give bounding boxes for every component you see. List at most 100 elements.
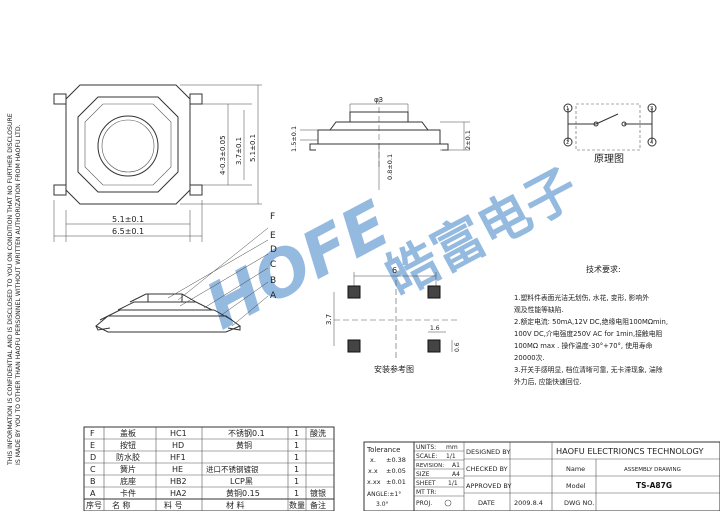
bom-b-part: HB2	[170, 477, 187, 486]
bom-a-material: 黄铜0.15	[226, 488, 260, 498]
tolerance-xx-label: x.x	[368, 467, 378, 475]
bom-f-id: F	[90, 429, 95, 438]
bom-f-material: 不锈钢0.1	[228, 428, 265, 438]
name-label: Name	[566, 465, 585, 473]
schematic: 1 2 3 4 原理图	[563, 103, 657, 165]
bom-e-name: 按钮	[120, 440, 136, 450]
top-view: 5.1±0.1 6.5±0.1 4-0.3±0.05 3.7±0.1 5.1±0…	[53, 84, 262, 242]
size-label: SIZE	[416, 471, 430, 478]
bom-d-part: HF1	[170, 453, 186, 462]
schematic-pin-1: 1	[566, 106, 569, 112]
proj-label: PROJ.	[416, 500, 432, 507]
bom-b-name: 底座	[120, 476, 136, 486]
company-name: HAOFU ELECTRIONCS TECHNOLOGY	[556, 446, 704, 456]
units-label: UNITS:	[416, 444, 436, 451]
requirements-title: 技术要求:	[586, 264, 621, 274]
confidential-line-2: IS MADE BY YOU TO OTHER THAN HAOFU PERSO…	[15, 124, 22, 465]
dim-height-right: 2±0.1	[464, 130, 472, 150]
title-block: UNITS: mm SCALE: 1/1 REVISION: A1 SIZE A…	[413, 441, 720, 511]
model-value: TS-A87G	[636, 481, 672, 490]
dwg-label: DWG NO.	[564, 499, 594, 507]
bom-table: F 盖板 HC1 不锈钢0.1 1 酸洗 E 按钮 HD 黄铜 1 D 防水胶 …	[83, 426, 335, 511]
dim-width-outer: 6.5±0.1	[112, 227, 144, 236]
bom-f-remark: 酸洗	[310, 428, 326, 438]
bom-header-part: 料 号	[164, 500, 183, 510]
bom-c-material: 进口不锈钢镀银	[206, 464, 259, 474]
sheet-value: 1/1	[448, 480, 458, 487]
bom-d-id: D	[90, 453, 96, 462]
requirements-line-7: 3.开关手感明显, 档位清晰可靠, 无卡滞现象, 湍除	[514, 365, 663, 374]
requirements-line-1: 1.塑料件表面光洁无划伤, 水花, 变形, 影响外	[514, 293, 649, 302]
exploded-view: F E D C B A	[95, 212, 277, 333]
bom-d-qty: 1	[294, 453, 299, 462]
requirements-line-6: 20000次.	[514, 353, 545, 362]
model-label: Model	[566, 482, 586, 490]
bom-header-remark: 备注	[310, 500, 326, 510]
tolerance-xx-value: ±0.05	[386, 467, 406, 475]
revision-label: REVISION:	[416, 463, 444, 469]
dim-height-mid: 3.7±0.1	[235, 137, 243, 165]
tolerance-xxx-value: ±0.01	[386, 478, 406, 486]
bom-c-name: 簧片	[120, 464, 136, 474]
exploded-label-f: F	[270, 212, 275, 222]
mt-label: MT TR:	[416, 489, 436, 496]
bom-e-qty: 1	[294, 441, 299, 450]
tolerance-title: Tolerance	[366, 446, 400, 454]
bom-a-part: HA2	[170, 489, 187, 498]
bom-a-id: A	[90, 489, 96, 498]
bom-header-name: 名 称	[112, 500, 131, 510]
requirements-line-3: 2.额定电流: 50mA,12V DC,绝缘电阻100MΩmin,	[514, 317, 668, 326]
requirements-line-8: 外力后, 应能快速回位.	[514, 377, 582, 386]
dim-height-below: 0.8±0.1	[386, 154, 394, 180]
exploded-label-c: C	[270, 260, 276, 270]
exploded-label-e: E	[270, 231, 276, 241]
bom-header-material: 材 料	[226, 500, 245, 510]
bom-b-qty: 1	[294, 477, 299, 486]
dim-height-outer: 5.1±0.1	[249, 134, 257, 162]
bom-c-qty: 1	[294, 465, 299, 474]
requirements-line-2: 观及性能等缺陷.	[514, 305, 564, 314]
approved-by-label: APPROVED BY	[466, 482, 512, 490]
projection-symbol-icon	[444, 499, 452, 507]
sheet-label: SHEET	[416, 480, 436, 487]
units-value: mm	[446, 444, 458, 451]
bom-b-id: B	[90, 477, 96, 486]
date-label: DATE	[478, 499, 495, 507]
bom-f-qty: 1	[294, 429, 299, 438]
date-value: 2009.8.4	[514, 499, 543, 507]
footprint: 6 3.7 1.6 0.6 安装参考图	[325, 266, 461, 374]
tolerance-angle: ANGLE:±1°	[367, 491, 401, 498]
requirements-line-5: 100MΩ max . 操作温度-30°+70°, 使用寿命	[514, 341, 653, 350]
watermark-logo: HOFE	[194, 188, 401, 345]
technical-requirements: 技术要求: 1.塑料件表面光洁无划伤, 水花, 变形, 影响外 观及性能等缺陷.…	[514, 264, 668, 386]
revision-value: A1	[452, 462, 460, 469]
designed-by-label: DESIGNED BY	[466, 448, 510, 456]
schematic-pin-3: 3	[650, 106, 653, 112]
bom-c-part: HE	[172, 465, 183, 474]
bom-a-qty: 1	[294, 489, 299, 498]
confidential-line-1: THIS INFORMATION IS CONFIDENTIAL AND IS …	[7, 113, 14, 466]
schematic-pin-2: 2	[566, 140, 569, 146]
bom-d-name: 防水胶	[116, 452, 140, 462]
exploded-label-b: B	[270, 276, 276, 286]
tolerance-block: Tolerance x. ±0.38 x.x ±0.05 x.xx ±0.01 …	[363, 441, 415, 511]
bom-f-name: 盖板	[120, 428, 136, 438]
schematic-title: 原理图	[594, 153, 624, 165]
tolerance-x-label: x.	[370, 456, 376, 464]
bom-header-qty: 数量	[289, 500, 305, 510]
schematic-pin-4: 4	[650, 140, 653, 146]
exploded-label-d: D	[270, 245, 277, 255]
scale-value: 1/1	[446, 453, 456, 460]
watermark: HOFE 皓富电子	[194, 158, 588, 345]
bom-b-material: LCP黑	[230, 477, 253, 486]
footprint-dim-top: 6	[392, 266, 397, 275]
dim-width-inner: 5.1±0.1	[112, 215, 144, 224]
name-value: ASSEMBLY DRAWING	[624, 467, 681, 473]
dim-height-left: 1.5±0.1	[290, 126, 298, 152]
checked-by-label: CHECKED BY	[466, 465, 508, 473]
tolerance-xxx-label: x.xx	[367, 478, 381, 486]
tolerance-x-value: ±0.38	[386, 456, 406, 464]
side-view: φ3 1.5±0.1 2±0.1 0.8±0.1	[290, 96, 472, 190]
scale-label: SCALE:	[416, 453, 437, 460]
tolerance-angle-sub: 3.0°	[376, 501, 389, 508]
